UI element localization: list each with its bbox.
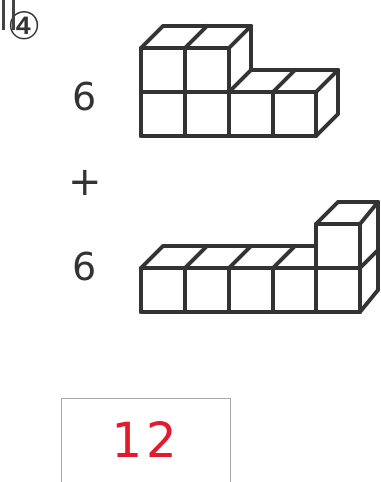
second-cube-figure: [141, 202, 378, 312]
answer-value: 12: [62, 417, 230, 465]
first-count-label: 6: [72, 78, 96, 116]
second-count-label: 6: [72, 248, 96, 286]
answer-box: 12: [61, 398, 231, 482]
plus-sign: +: [68, 162, 102, 202]
first-cube-figure: [141, 26, 338, 136]
